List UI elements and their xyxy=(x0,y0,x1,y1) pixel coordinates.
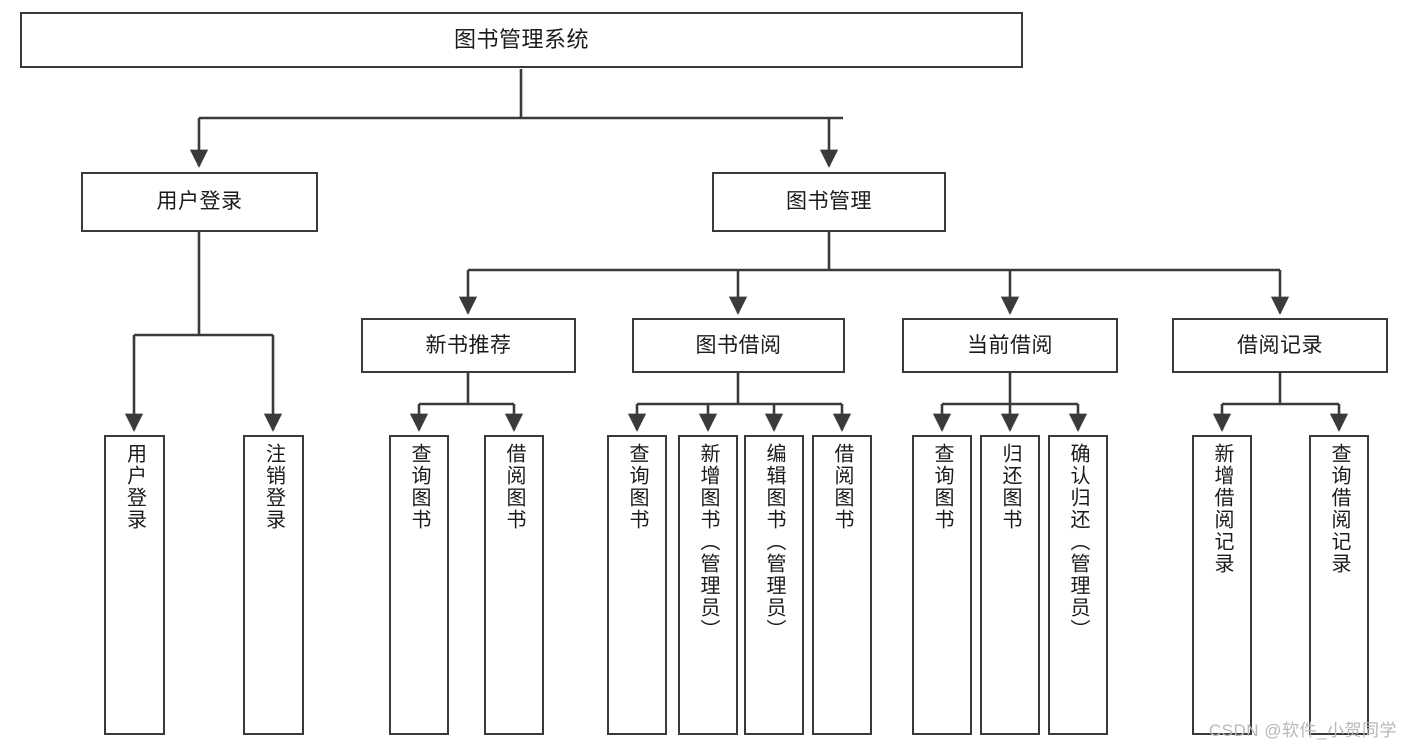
node-root[interactable]: 图书管理系统 xyxy=(20,12,1023,68)
node-leaf-logout[interactable]: 注销登录 xyxy=(243,435,304,735)
node-leaf-return-book-label: 归还图书 xyxy=(999,443,1021,531)
node-leaf-user-login-label: 用户登录 xyxy=(123,443,146,531)
node-user-login-label: 用户登录 xyxy=(156,190,243,214)
node-leaf-query-book-1-label: 查询图书 xyxy=(408,443,430,531)
node-leaf-logout-label: 注销登录 xyxy=(262,443,285,531)
node-leaf-user-login[interactable]: 用户登录 xyxy=(104,435,165,735)
node-leaf-query-book-3-label: 查询图书 xyxy=(931,443,953,531)
node-book-manage[interactable]: 图书管理 xyxy=(712,172,946,232)
node-leaf-edit-book-admin[interactable]: 编辑图书（管理员） xyxy=(744,435,804,735)
node-new-book-recommend[interactable]: 新书推荐 xyxy=(361,318,576,373)
node-leaf-query-book-3[interactable]: 查询图书 xyxy=(912,435,972,735)
node-current-borrow-label: 当前借阅 xyxy=(967,333,1053,357)
node-user-login[interactable]: 用户登录 xyxy=(81,172,318,232)
node-book-borrow-label: 图书借阅 xyxy=(695,333,782,357)
node-current-borrow[interactable]: 当前借阅 xyxy=(902,318,1118,373)
node-leaf-edit-book-admin-label: 编辑图书（管理员） xyxy=(763,443,785,641)
node-leaf-query-book-2-label: 查询图书 xyxy=(626,443,648,531)
node-new-book-recommend-label: 新书推荐 xyxy=(425,333,512,357)
node-leaf-borrow-book-2-label: 借阅图书 xyxy=(831,443,853,531)
node-leaf-borrow-book-1[interactable]: 借阅图书 xyxy=(484,435,544,735)
node-leaf-confirm-return-admin-label: 确认归还（管理员） xyxy=(1067,443,1089,641)
node-borrow-record-label: 借阅记录 xyxy=(1237,333,1323,357)
node-leaf-query-record-label: 查询借阅记录 xyxy=(1328,443,1350,575)
node-leaf-borrow-book-2[interactable]: 借阅图书 xyxy=(812,435,872,735)
node-leaf-add-record[interactable]: 新增借阅记录 xyxy=(1192,435,1252,735)
node-leaf-return-book[interactable]: 归还图书 xyxy=(980,435,1040,735)
node-leaf-borrow-book-1-label: 借阅图书 xyxy=(503,443,525,531)
node-borrow-record[interactable]: 借阅记录 xyxy=(1172,318,1388,373)
node-root-label: 图书管理系统 xyxy=(453,26,589,52)
node-leaf-add-book-admin-label: 新增图书（管理员） xyxy=(697,443,719,641)
node-leaf-query-book-2[interactable]: 查询图书 xyxy=(607,435,667,735)
node-leaf-query-record[interactable]: 查询借阅记录 xyxy=(1309,435,1369,735)
node-book-manage-label: 图书管理 xyxy=(786,190,872,214)
node-leaf-confirm-return-admin[interactable]: 确认归还（管理员） xyxy=(1048,435,1108,735)
watermark: CSDN @软件_小贺同学 xyxy=(1208,721,1397,740)
node-leaf-query-book-1[interactable]: 查询图书 xyxy=(389,435,449,735)
node-book-borrow[interactable]: 图书借阅 xyxy=(632,318,845,373)
node-leaf-add-book-admin[interactable]: 新增图书（管理员） xyxy=(678,435,738,735)
node-leaf-add-record-label: 新增借阅记录 xyxy=(1211,443,1233,575)
